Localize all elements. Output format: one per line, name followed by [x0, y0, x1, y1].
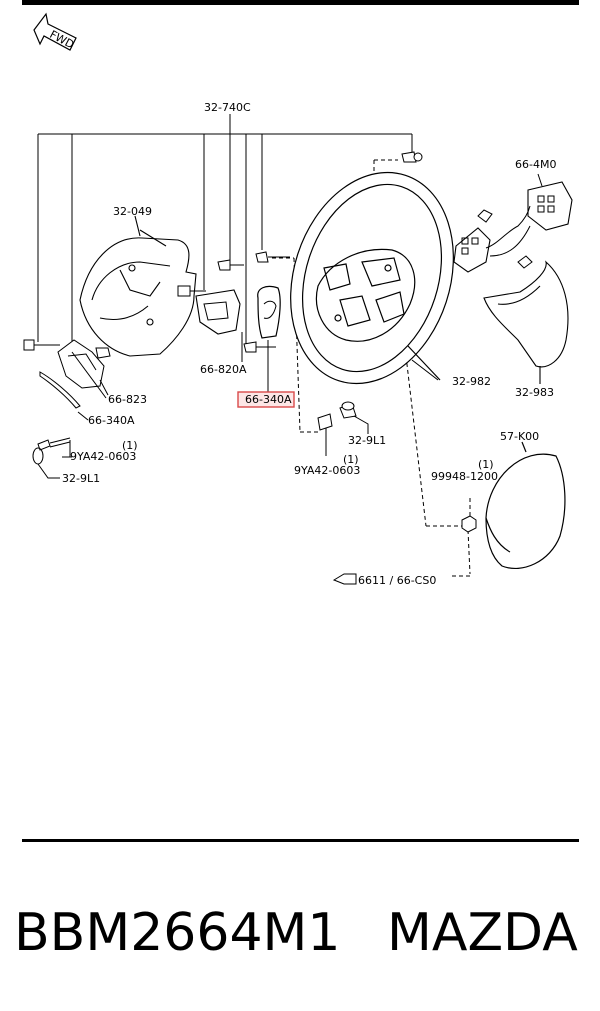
cover-66-340a-part	[257, 285, 281, 392]
label-66-820a: 66-820A	[200, 363, 247, 376]
caption: BBM2664M1 MAZDA	[0, 893, 600, 973]
clip-mid-icon	[339, 401, 369, 434]
label-32-740c: 32-740C	[204, 101, 251, 114]
label-9ya42-left: 9YA42-0603	[70, 450, 136, 463]
cover-left-part	[39, 371, 89, 421]
nut-icon	[461, 515, 477, 533]
label-32-983: 32-983	[515, 386, 554, 399]
top-rule	[22, 0, 579, 5]
label-qty-right: (1)	[478, 458, 494, 471]
ring-left-icon	[32, 447, 60, 479]
label-9ya42-mid: 9YA42-0603	[294, 464, 360, 477]
label-57-k00: 57-K00	[500, 430, 539, 443]
label-32-049: 32-049	[113, 205, 152, 218]
label-qty-mid: (1)	[343, 453, 359, 466]
switch-assembly-part	[453, 173, 573, 273]
steering-wheel-part	[290, 171, 454, 385]
label-32-9l1-mid: 32-9L1	[348, 434, 386, 447]
cover-32-983-part	[483, 260, 569, 384]
part-number: BBM2664M1	[14, 903, 341, 963]
label-32-9l1-left: 32-9L1	[62, 472, 100, 485]
label-reference: 6611 / 66-CS0	[358, 574, 436, 587]
column-cover-part	[79, 215, 197, 357]
bracket-32-740c	[37, 114, 413, 352]
steering-wheel-exploded-diagram: FWD	[23, 12, 573, 587]
airbag-part	[485, 441, 566, 570]
reference-arrow-icon	[332, 573, 357, 585]
highlight-box	[237, 391, 295, 408]
label-66-340a-highlighted: 66-340A	[245, 393, 292, 406]
leader-lines	[71, 351, 439, 399]
label-66-340a: 66-340A	[88, 414, 135, 427]
switch-66-820a-part	[195, 289, 243, 362]
label-99948-1200: 99948-1200	[431, 470, 498, 483]
fwd-label: FWD	[47, 28, 76, 52]
bolt-cluster-icons	[23, 151, 423, 359]
brand-name: MAZDA	[387, 903, 578, 963]
bottom-rule	[22, 839, 579, 842]
bolt-mid-icon	[317, 413, 333, 456]
label-qty-left: (1)	[122, 439, 138, 452]
fwd-arrow-icon: FWD	[33, 12, 77, 52]
label-32-982: 32-982	[452, 375, 491, 388]
label-66-823: 66-823	[108, 393, 147, 406]
label-66-4m0: 66-4M0	[515, 158, 556, 171]
